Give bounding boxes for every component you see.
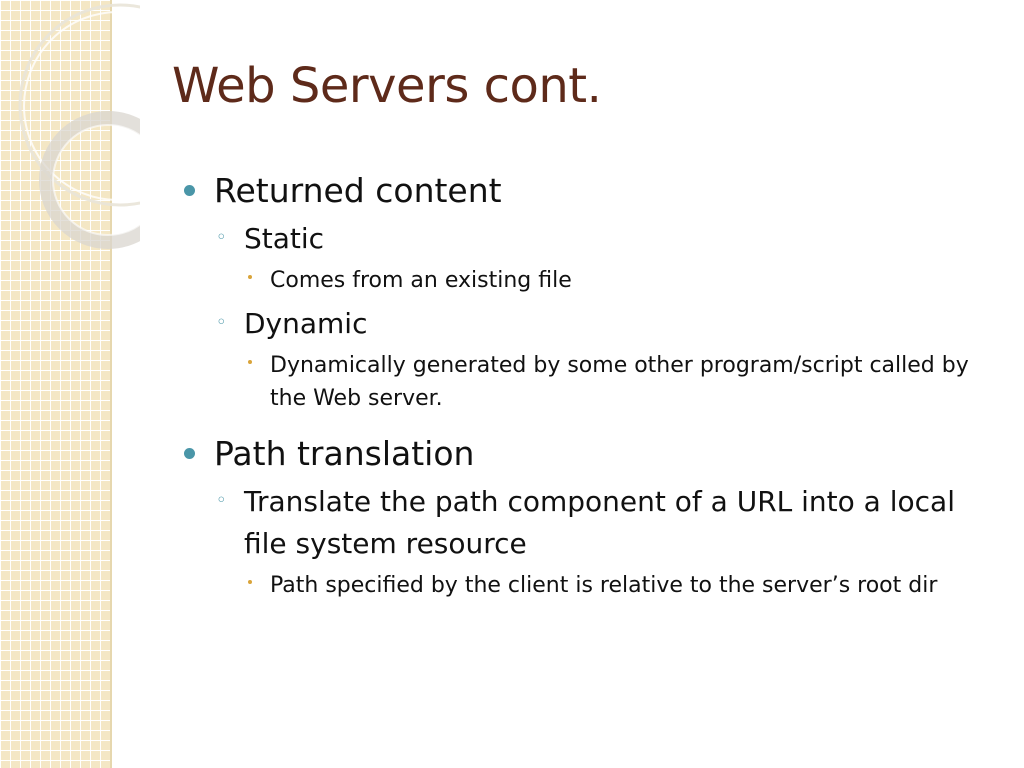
bullet-small-dot-icon <box>248 580 252 584</box>
bullet-text: Dynamic <box>244 307 368 340</box>
slide-title: Web Servers cont. <box>172 58 602 114</box>
bullet-level2: ◦ Translate the path component of a URL … <box>182 481 1002 565</box>
bullet-text: Dynamically generated by some other prog… <box>270 353 969 411</box>
bullet-level2: ◦ Static <box>182 218 1002 260</box>
bullet-small-dot-icon <box>248 275 252 279</box>
bullet-level3: Path specified by the client is relative… <box>182 569 1002 602</box>
bullet-text: Translate the path component of a URL in… <box>244 485 955 560</box>
bullet-level1: Returned content <box>182 170 1002 212</box>
bullet-level2: ◦ Dynamic <box>182 303 1002 345</box>
bullet-ring-icon: ◦ <box>216 227 227 248</box>
bullet-text: Static <box>244 222 325 255</box>
bullet-ring-icon: ◦ <box>216 312 227 333</box>
bullet-text: Returned content <box>214 171 502 210</box>
bullet-dot-icon <box>184 448 195 459</box>
bullet-text: Path specified by the client is relative… <box>270 573 938 598</box>
bullet-list: Returned content ◦ Static Comes from an … <box>182 168 1002 602</box>
decorative-rings <box>18 3 140 249</box>
bullet-dot-icon <box>184 185 195 196</box>
bullet-ring-icon: ◦ <box>216 490 227 511</box>
bullet-level3: Dynamically generated by some other prog… <box>182 349 1002 415</box>
bullet-level3: Comes from an existing file <box>182 264 1002 297</box>
bullet-text: Comes from an existing file <box>270 268 572 293</box>
bullet-small-dot-icon <box>248 360 252 364</box>
bullet-level1: Path translation <box>182 433 1002 475</box>
bullet-text: Path translation <box>214 434 475 473</box>
